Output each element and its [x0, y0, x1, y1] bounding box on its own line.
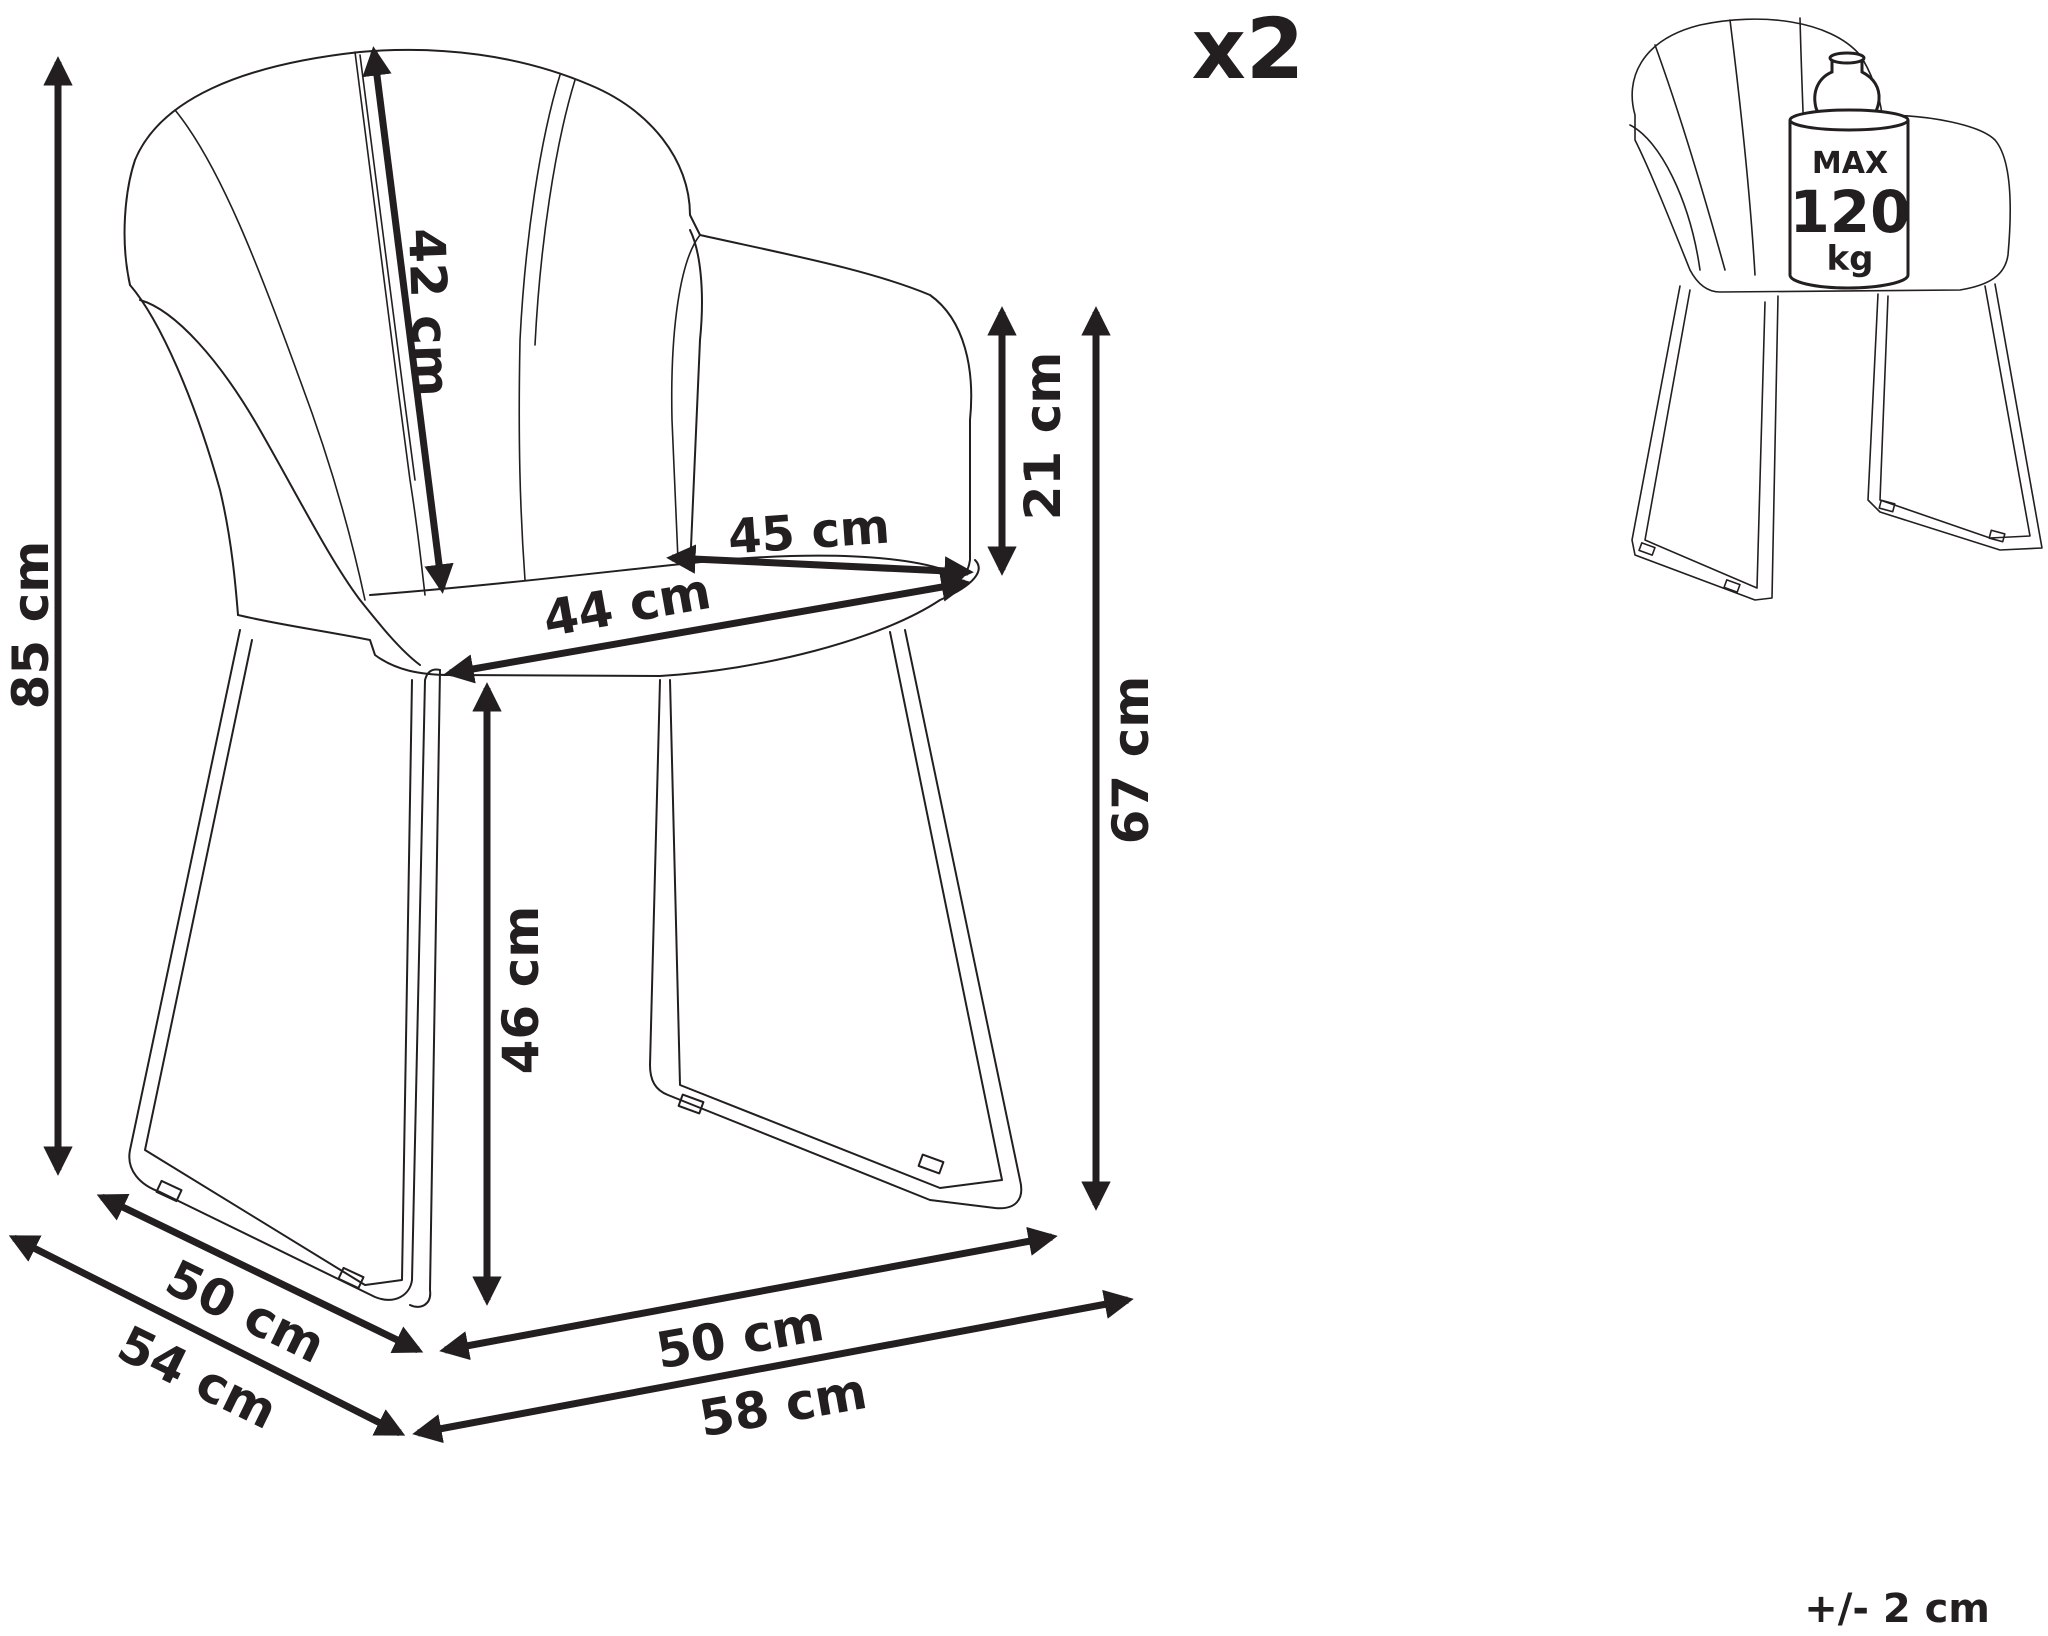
chair-drawing — [123, 48, 1023, 1308]
seat-depth-arrow — [444, 572, 971, 684]
backrest-height-arrow — [362, 46, 454, 594]
total-height-label: 85 cm — [2, 541, 60, 710]
arm-height-label: 67 cm — [1102, 676, 1160, 845]
max-load-line1: MAX — [1812, 146, 1888, 181]
backrest-outline — [123, 48, 973, 589]
quantity-label: x2 — [1192, 0, 1305, 98]
tolerance-note: +/- 2 cm — [1804, 1586, 1990, 1632]
dimension-labels: 85 cm 42 cm 21 cm 67 cm 46 cm 44 cm 45 c… — [2, 227, 1160, 1448]
left-runner — [128, 629, 441, 1301]
dimension-arrows — [8, 46, 1134, 1444]
seat-height-label: 46 cm — [492, 906, 550, 1075]
max-load-line3: kg — [1827, 239, 1874, 279]
armrest-height-label: 21 cm — [1014, 352, 1072, 521]
total-depth-arrow — [8, 1234, 406, 1437]
max-load-line2: 120 — [1789, 178, 1910, 246]
backrest-height-label: 42 cm — [397, 227, 461, 398]
seat-bowl — [139, 299, 421, 666]
seat-width-arrow — [666, 544, 974, 586]
seat-width-label: 45 cm — [726, 498, 891, 565]
seat-depth-label: 44 cm — [539, 562, 715, 648]
right-runner — [649, 629, 1023, 1210]
small-chair-outline — [1631, 18, 2011, 293]
total-width-arrow — [412, 1289, 1134, 1444]
max-load-illustration: MAX 120 kg — [1629, 17, 2043, 601]
weight-cylinder-icon — [1788, 120, 1910, 290]
